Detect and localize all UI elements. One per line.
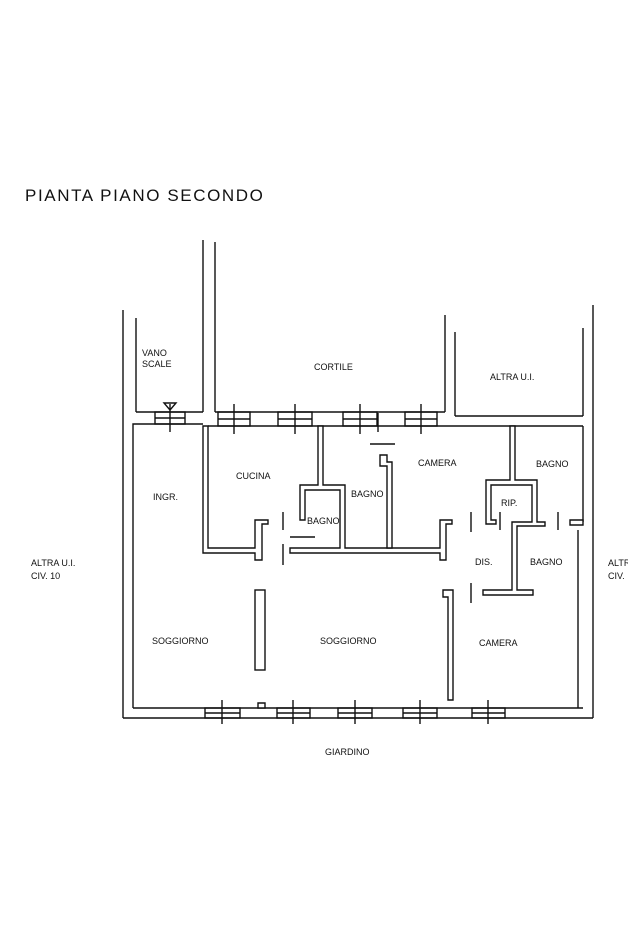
label-civ-10: CIV. 10 <box>31 571 60 581</box>
label-cucina: CUCINA <box>236 471 271 481</box>
outer-walls <box>122 240 594 719</box>
doors <box>282 413 559 603</box>
room-labels: VANO SCALE CORTILE ALTRA U.I. CUCINA ING… <box>31 348 628 757</box>
windows <box>154 402 506 724</box>
label-bagno-right-low: BAGNO <box>530 557 563 567</box>
label-altra-ui-left: ALTRA U.I. <box>31 558 75 568</box>
label-bagno-small: BAGNO <box>307 516 340 526</box>
label-camera-top: CAMERA <box>418 458 457 468</box>
label-cortile: CORTILE <box>314 362 353 372</box>
label-altra-ui-top: ALTRA U.I. <box>490 372 534 382</box>
entrance-marker-icon <box>162 402 178 412</box>
label-vano-scale: VANO <box>142 348 167 358</box>
label-dis: DIS. <box>475 557 493 567</box>
internal-walls <box>202 425 584 709</box>
label-camera-low: CAMERA <box>479 638 518 648</box>
label-vano-scale-2: SCALE <box>142 359 172 369</box>
label-soggiorno-left: SOGGIORNO <box>152 636 209 646</box>
label-bagno-right-top: BAGNO <box>536 459 569 469</box>
label-soggiorno-mid: SOGGIORNO <box>320 636 377 646</box>
label-bagno-mid: BAGNO <box>351 489 384 499</box>
label-civ-right: CIV. <box>608 571 625 581</box>
label-ingr: INGR. <box>153 492 178 502</box>
label-altra-ui-right: ALTR <box>608 558 628 568</box>
label-giardino: GIARDINO <box>325 747 370 757</box>
plan-title: PIANTA PIANO SECONDO <box>25 186 265 205</box>
label-rip: RIP. <box>501 498 517 508</box>
